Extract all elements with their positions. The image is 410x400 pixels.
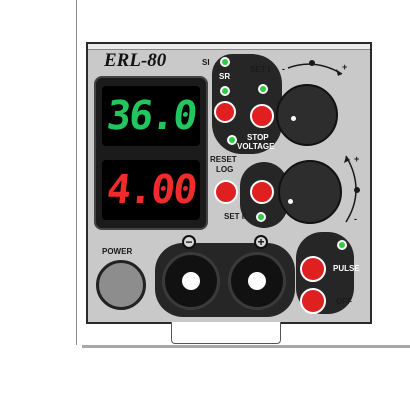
set-i-label: SET I — [250, 65, 271, 74]
set-ii-plus-label: + — [354, 154, 360, 164]
set-i-button[interactable] — [250, 104, 274, 128]
positive-terminal-socket[interactable] — [228, 252, 286, 310]
set-i-knob-indicator — [291, 116, 296, 121]
voltage-label: VOLTAGE — [237, 142, 275, 151]
reset-log-button[interactable] — [214, 180, 238, 204]
si-sr-button[interactable] — [214, 101, 236, 123]
set-i-knob[interactable] — [276, 84, 338, 146]
set-ii-knob[interactable] — [278, 160, 342, 224]
positive-terminal-hole — [248, 272, 266, 290]
set-i-plus-label: + — [342, 62, 348, 72]
set-i-arc-arrow — [336, 69, 342, 76]
negative-terminal-symbol: − — [182, 235, 196, 249]
power-label: POWER — [102, 247, 133, 256]
reset-label: RESET — [210, 155, 237, 164]
set-ii-minus-label: - — [354, 214, 357, 224]
negative-terminal-socket[interactable] — [162, 252, 220, 310]
negative-terminal-glyph: − — [185, 235, 193, 249]
off-label: OFF — [336, 297, 352, 306]
enclosure-top-bar — [88, 44, 370, 50]
log-label: LOG — [216, 165, 234, 174]
sr-led — [220, 86, 230, 96]
set-i-minus-label: - — [282, 64, 285, 74]
set-i-arc-dot — [309, 60, 315, 66]
positive-terminal-symbol: + — [254, 235, 268, 249]
stop-label: STOP — [247, 133, 269, 142]
sr-label: SR — [219, 72, 231, 81]
current-display: 4.00 — [102, 160, 200, 220]
enclosure-foot — [171, 322, 281, 344]
negative-terminal-hole — [182, 272, 200, 290]
set-ii-arc-dot — [354, 187, 360, 193]
model-title: ERL-80 — [104, 50, 167, 71]
set-ii-arc-arrow — [344, 156, 350, 163]
si-led — [220, 57, 230, 67]
page-border-left — [76, 0, 77, 345]
stop-voltage-led — [227, 135, 237, 145]
pulse-label: PULSE — [333, 264, 360, 273]
voltage-display: 36.0 — [102, 86, 200, 146]
set-ii-button[interactable] — [250, 180, 274, 204]
set-ii-led — [256, 212, 266, 222]
off-button[interactable] — [300, 288, 326, 314]
set-ii-label: SET II — [224, 212, 247, 221]
page-border-bottom — [82, 345, 410, 348]
set-i-arc — [287, 63, 343, 75]
set-ii-knob-indicator — [288, 199, 293, 204]
pulse-button[interactable] — [300, 256, 326, 282]
positive-terminal-glyph: + — [257, 235, 265, 249]
pulse-led — [337, 240, 347, 250]
si-label: SI — [202, 58, 210, 67]
set-i-led — [258, 84, 268, 94]
power-button[interactable] — [96, 260, 146, 310]
